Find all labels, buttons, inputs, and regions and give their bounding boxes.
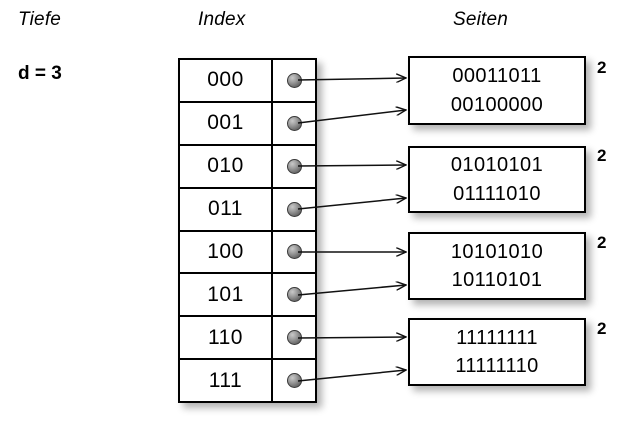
index-row[interactable]: 001 [180,102,315,146]
index-pointer-cell[interactable] [273,274,315,315]
index-row[interactable]: 100 [180,231,315,275]
index-key: 011 [180,188,273,230]
index-row[interactable]: 010 [180,145,315,189]
column-heading-index: Index [198,9,246,30]
page-record: 01010101 [450,154,544,177]
pointer-dot-icon [286,115,302,131]
index-table: 000 001 010 011 100 [178,58,317,403]
index-pointer-cell[interactable] [273,232,315,273]
page-record: 11111111 [456,326,538,349]
index-pointer-cell[interactable] [273,60,315,101]
page-box[interactable]: 10101010 10110101 [408,232,586,300]
index-key: 111 [180,360,273,401]
index-pointer-cell[interactable] [273,317,315,358]
column-heading-depth: Tiefe [18,9,62,30]
index-row[interactable]: 000 [180,60,315,103]
index-row[interactable]: 111 [180,360,315,401]
index-row[interactable]: 011 [180,188,315,232]
pointer-dot-icon [286,201,302,217]
page-count-label: 2 [597,319,607,338]
pointer-dot-icon [286,330,302,346]
page-record: 10101010 [450,240,544,263]
index-pointer-cell[interactable] [273,103,315,144]
page-box[interactable]: 00011011 00100000 [408,56,586,125]
page-record: 00100000 [450,93,544,116]
index-row[interactable]: 110 [180,317,315,361]
column-heading-pages: Seiten [453,9,509,30]
pointer-dot-icon [286,244,302,260]
index-pointer-cell[interactable] [273,360,315,401]
page-record: 11111110 [455,355,539,377]
index-pointer-cell[interactable] [273,146,315,187]
depth-value-label: d = 3 [18,63,62,84]
pointer-dot-icon [286,158,302,174]
pointer-dot-icon [286,373,302,389]
page-record: 00011011 [452,65,542,88]
index-row[interactable]: 101 [180,274,315,318]
index-key: 001 [180,102,273,144]
index-key: 010 [180,145,273,187]
page-count-label: 2 [597,146,607,165]
pointer-dot-icon [286,72,302,88]
index-key: 000 [180,60,273,101]
page-record: 10110101 [451,269,543,291]
page-box[interactable]: 11111111 11111110 [408,318,586,386]
page-box[interactable]: 01010101 01111010 [408,146,586,213]
index-key: 110 [180,317,273,359]
index-key: 101 [180,274,273,316]
page-count-label: 2 [597,58,607,77]
page-record: 01111010 [453,182,541,205]
pointer-dot-icon [286,287,302,303]
index-key: 100 [180,231,273,273]
index-pointer-cell[interactable] [273,189,315,230]
page-count-label: 2 [597,233,607,252]
